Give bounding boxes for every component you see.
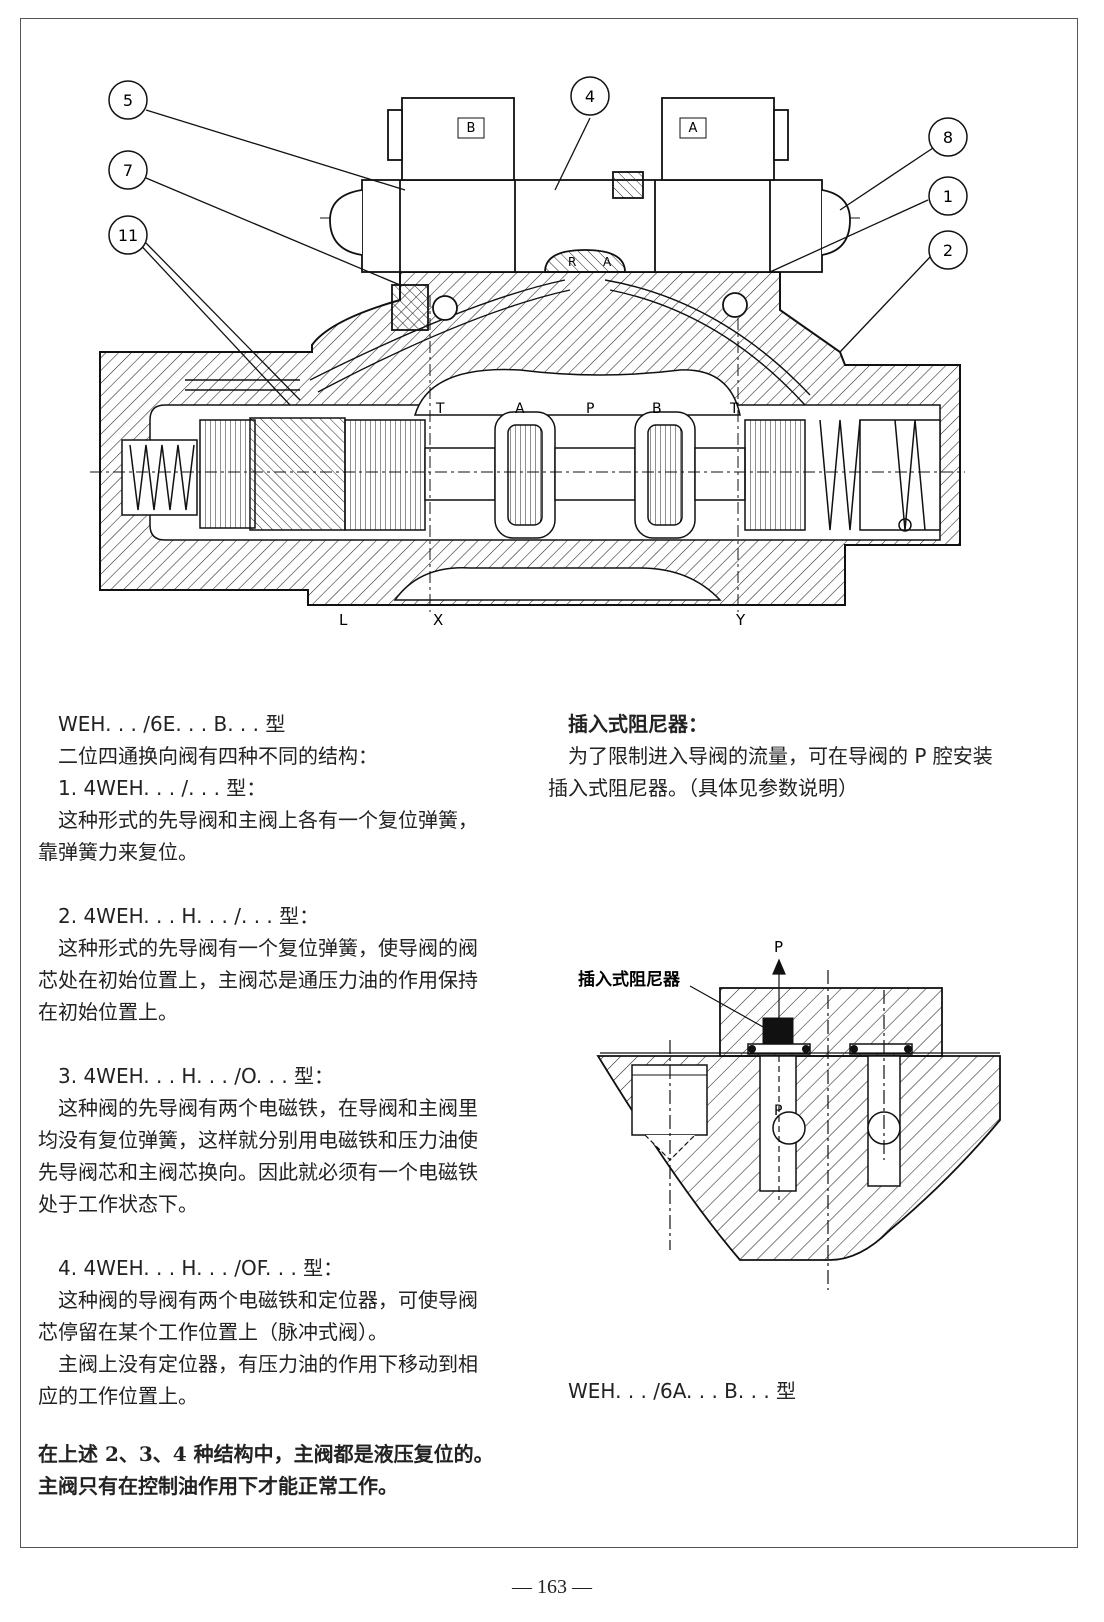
figure-caption: WEH. . . /6A. . . B. . . 型 bbox=[568, 1375, 968, 1407]
intro-text: 二位四通换向阀有四种不同的结构： bbox=[58, 744, 378, 768]
pilot-label-a: A bbox=[603, 255, 612, 269]
port-label-b: B bbox=[652, 401, 662, 417]
right-text-column: 插入式阻尼器： 为了限制进入导阀的流量，可在导阀的 P 腔安装 插入式阻尼器。（… bbox=[548, 708, 1058, 804]
port-label-a: A bbox=[515, 401, 525, 417]
bottom-label-y: Y bbox=[735, 611, 746, 629]
page-number: — 163 — bbox=[512, 1576, 592, 1598]
port-labels: T A P B T bbox=[435, 401, 739, 417]
type3-line2: 均没有复位弹簧，这样就分别用电磁铁和压力油使 bbox=[38, 1128, 478, 1152]
caption-text: WEH. . . /6A. . . B. . . 型 bbox=[568, 1379, 797, 1403]
solenoid-a-label: A bbox=[689, 121, 698, 136]
port-label-t-right: T bbox=[729, 401, 739, 417]
type1-line2: 靠弹簧力来复位。 bbox=[38, 840, 198, 864]
callout-5: 5 bbox=[123, 91, 133, 110]
damper-heading: 插入式阻尼器： bbox=[568, 712, 708, 736]
type4-line3: 主阀上没有定位器，有压力油的作用下移动到相 bbox=[58, 1352, 478, 1376]
section-heading: WEH. . . /6E. . . B. . . 型 bbox=[58, 712, 286, 736]
type3-line3: 先导阀芯和主阀芯换向。因此就必须有一个电磁铁 bbox=[38, 1160, 478, 1184]
type2-line3: 在初始位置上。 bbox=[38, 1000, 178, 1024]
solenoid-b-label: B bbox=[467, 121, 476, 136]
type2-line2: 芯处在初始位置上，主阀芯是通压力油的作用保持 bbox=[38, 968, 478, 992]
port-label-t-left: T bbox=[435, 401, 445, 417]
callout-1: 1 bbox=[943, 187, 953, 206]
port-p-top-label: P bbox=[774, 938, 783, 956]
pilot-label-r: R bbox=[568, 255, 576, 269]
left-text-column: WEH. . . /6E. . . B. . . 型 二位四通换向阀有四种不同的… bbox=[38, 708, 538, 1502]
type4-line2: 芯停留在某个工作位置上（脉冲式阀）。 bbox=[38, 1320, 388, 1344]
type4-line1: 这种阀的导阀有两个电磁铁和定位器，可使导阀 bbox=[58, 1288, 478, 1312]
type2-title: 2. 4WEH. . . H. . . /. . . 型： bbox=[58, 904, 320, 928]
left-spring bbox=[121, 439, 198, 516]
valve-section-drawing: B A R A T A P B T L X Y 5 4 8 bbox=[90, 76, 968, 629]
damper-body-line1: 为了限制进入导阀的流量，可在导阀的 P 腔安装 bbox=[568, 744, 993, 768]
right-spring bbox=[819, 419, 941, 532]
port-p-inner-label: P bbox=[774, 1103, 782, 1119]
callout-7: 7 bbox=[123, 161, 133, 180]
note-line2: 主阀只有在控制油作用下才能正常工作。 bbox=[38, 1474, 398, 1498]
type2-line1: 这种形式的先导阀有一个复位弹簧，使导阀的阀 bbox=[58, 936, 478, 960]
damper-body-line2: 插入式阻尼器。（具体见参数说明） bbox=[548, 776, 858, 800]
damper-figure-label: 插入式阻尼器 bbox=[578, 969, 681, 990]
damper-detail-drawing: P P 插入式阻尼器 bbox=[578, 938, 1001, 1290]
type4-line4: 应的工作位置上。 bbox=[38, 1384, 198, 1408]
callout-2: 2 bbox=[943, 241, 953, 260]
type3-title: 3. 4WEH. . . H. . . /O. . . 型： bbox=[58, 1064, 335, 1088]
callout-4: 4 bbox=[585, 87, 595, 106]
callout-8: 8 bbox=[943, 128, 953, 147]
bottom-label-l: L bbox=[339, 611, 348, 629]
main-spool bbox=[199, 411, 806, 539]
type4-title: 4. 4WEH. . . H. . . /OF. . . 型： bbox=[58, 1256, 344, 1280]
page-frame bbox=[20, 18, 1078, 1548]
type3-line4: 处于工作状态下。 bbox=[38, 1192, 198, 1216]
type1-line1: 这种形式的先导阀和主阀上各有一个复位弹簧， bbox=[58, 808, 478, 832]
note-line1: 在上述 2、3、4 种结构中，主阀都是液压复位的。 bbox=[38, 1442, 494, 1466]
port-label-p: P bbox=[586, 401, 594, 417]
callout-11: 11 bbox=[118, 226, 138, 245]
type1-title: 1. 4WEH. . . /. . . 型： bbox=[58, 776, 267, 800]
pilot-valve bbox=[329, 97, 851, 331]
bottom-label-x: X bbox=[433, 611, 443, 629]
type3-line1: 这种阀的先导阀有两个电磁铁，在导阀和主阀里 bbox=[58, 1096, 478, 1120]
